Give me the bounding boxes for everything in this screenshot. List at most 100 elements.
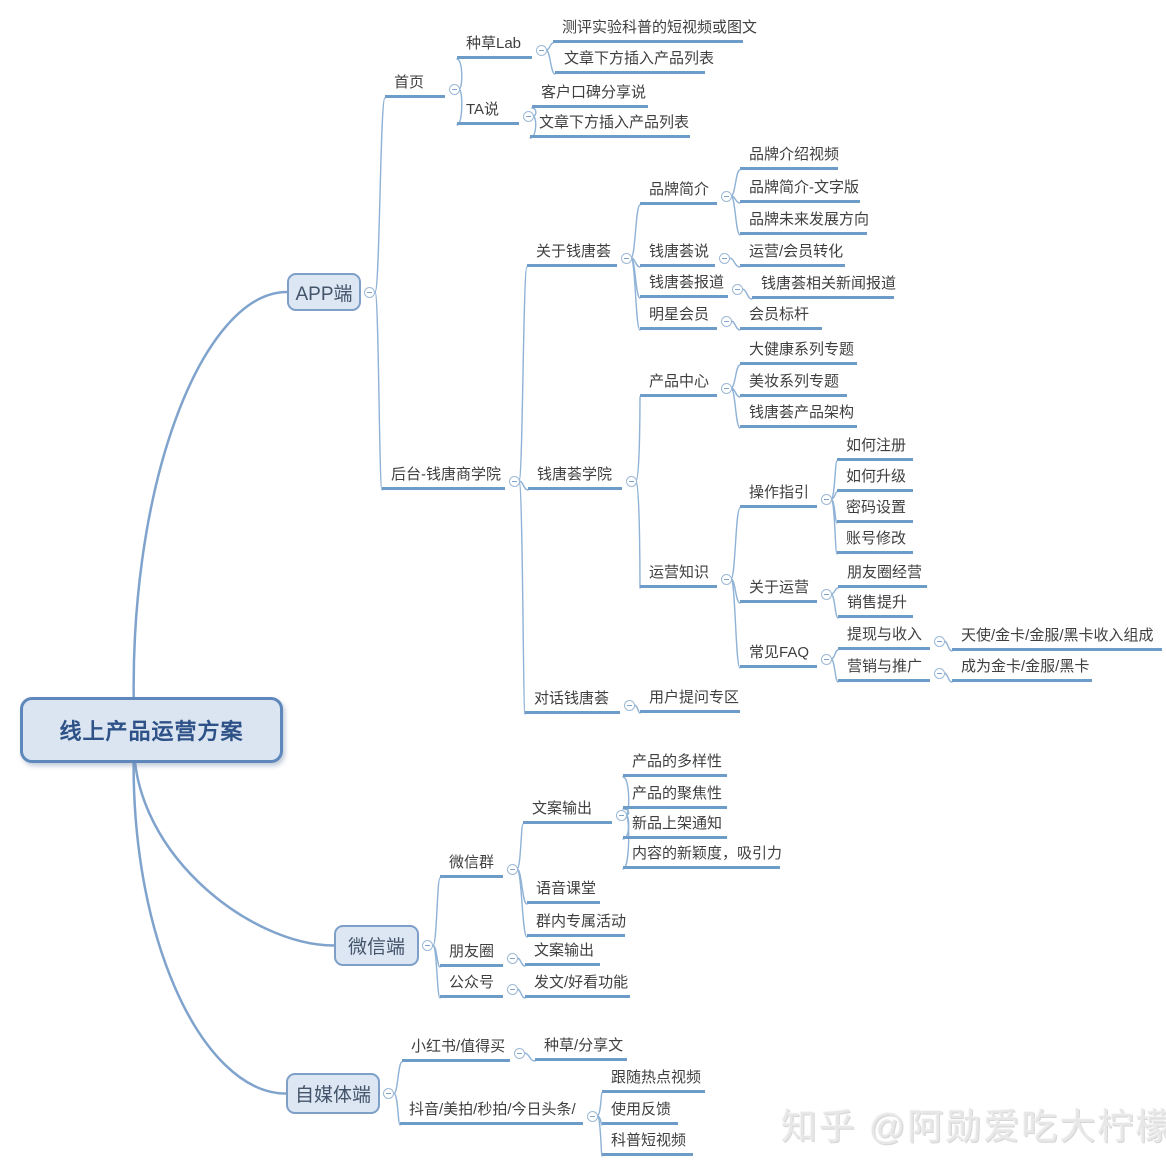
subtopic[interactable]: 新品上架通知: [623, 811, 727, 839]
subtopic[interactable]: 钱唐荟报道: [640, 270, 728, 298]
subtopic[interactable]: 如何升级: [837, 464, 913, 492]
collapse-minus-icon[interactable]: [820, 493, 832, 505]
collapse-minus-icon[interactable]: [933, 667, 945, 679]
subtopic[interactable]: 用户提问专区: [640, 685, 740, 713]
subtopic[interactable]: 钱唐荟说: [640, 239, 715, 267]
subtopic[interactable]: 文章下方插入产品列表: [530, 110, 690, 138]
collapse-minus-icon[interactable]: [620, 252, 632, 264]
subtopic[interactable]: TA说: [457, 97, 519, 125]
subtopic[interactable]: 产品的多样性: [623, 749, 727, 777]
subtopic[interactable]: 常见FAQ: [740, 640, 817, 668]
collapse-minus-icon[interactable]: [820, 588, 832, 600]
subtopic[interactable]: 品牌简介: [640, 177, 717, 205]
subtopic[interactable]: 小红书/值得买: [402, 1034, 510, 1062]
topic-label: 品牌未来发展方向: [749, 211, 870, 228]
collapse-minus-icon[interactable]: [506, 863, 518, 875]
subtopic[interactable]: 关于运营: [740, 575, 817, 603]
subtopic[interactable]: 科普短视频: [602, 1128, 693, 1156]
subtopic[interactable]: 运营/会员转化: [740, 239, 845, 267]
subtopic[interactable]: 文章下方插入产品列表: [555, 46, 714, 74]
connector: [730, 195, 741, 236]
branch-topic[interactable]: 自媒体端: [286, 1073, 380, 1114]
connector: [518, 480, 526, 715]
subtopic[interactable]: 文案输出: [523, 796, 612, 824]
subtopic[interactable]: 账号修改: [837, 526, 913, 554]
subtopic[interactable]: 种草Lab: [457, 31, 532, 59]
connector: [374, 291, 383, 491]
subtopic[interactable]: 美妆系列专题: [740, 369, 847, 397]
subtopic[interactable]: 明星会员: [640, 302, 717, 330]
collapse-minus-icon[interactable]: [513, 1047, 525, 1059]
collapse-minus-icon[interactable]: [535, 44, 547, 56]
connector: [393, 1061, 403, 1095]
collapse-minus-icon[interactable]: [623, 699, 635, 711]
subtopic[interactable]: 钱唐荟产品架构: [740, 400, 857, 428]
subtopic[interactable]: 密码设置: [837, 495, 913, 523]
subtopic[interactable]: 后台-钱唐商学院: [382, 462, 505, 490]
subtopic[interactable]: 会员标杆: [740, 302, 822, 330]
subtopic[interactable]: 朋友圈经营: [838, 560, 927, 588]
collapse-minus-icon[interactable]: [820, 653, 832, 665]
collapse-minus-icon[interactable]: [522, 110, 534, 122]
subtopic[interactable]: 品牌简介-文字版: [740, 175, 860, 203]
subtopic[interactable]: 如何注册: [837, 433, 913, 461]
subtopic[interactable]: 微信群: [440, 850, 503, 878]
subtopic[interactable]: 抖音/美拍/秒拍/今日头条/: [400, 1097, 583, 1125]
subtopic[interactable]: 对话钱唐荟: [525, 686, 620, 714]
subtopic[interactable]: 品牌未来发展方向: [740, 207, 870, 235]
subtopic[interactable]: 钱唐荟相关新闻报道: [752, 271, 896, 299]
connector: [374, 97, 386, 293]
subtopic[interactable]: 操作指引: [740, 480, 817, 508]
subtopic[interactable]: 关于钱唐荟: [527, 239, 617, 267]
collapse-minus-icon[interactable]: [615, 809, 627, 821]
collapse-minus-icon[interactable]: [720, 315, 732, 327]
subtopic[interactable]: 群内专属活动: [527, 909, 626, 937]
subtopic[interactable]: 公众号: [440, 970, 503, 998]
subtopic[interactable]: 营销与推广: [838, 654, 930, 682]
collapse-minus-icon[interactable]: [382, 1088, 394, 1099]
collapse-minus-icon[interactable]: [448, 83, 460, 95]
subtopic[interactable]: 首页: [385, 70, 445, 98]
subtopic[interactable]: 销售提升: [838, 590, 913, 618]
branch-topic[interactable]: 微信端: [334, 925, 419, 966]
subtopic[interactable]: 天使/金卡/金服/黑卡收入组成: [952, 623, 1162, 651]
subtopic[interactable]: 提现与收入: [838, 622, 930, 650]
collapse-minus-icon[interactable]: [731, 283, 743, 295]
collapse-minus-icon[interactable]: [720, 190, 732, 202]
subtopic[interactable]: 钱唐荟学院: [528, 462, 622, 490]
collapse-minus-icon[interactable]: [363, 286, 375, 298]
collapse-minus-icon[interactable]: [625, 475, 637, 487]
connector: [393, 1092, 401, 1126]
collapse-minus-icon[interactable]: [933, 635, 945, 647]
subtopic[interactable]: 产品的聚焦性: [623, 781, 727, 809]
topic-label: 运营/会员转化: [749, 243, 844, 260]
subtopic[interactable]: 语音课堂: [527, 876, 600, 904]
subtopic[interactable]: 跟随热点视频: [602, 1065, 705, 1093]
subtopic[interactable]: 产品中心: [640, 369, 717, 397]
subtopic[interactable]: 运营知识: [640, 560, 717, 588]
collapse-minus-icon[interactable]: [720, 573, 732, 585]
collapse-minus-icon[interactable]: [720, 382, 732, 394]
subtopic[interactable]: 朋友圈: [440, 939, 503, 967]
branch-topic[interactable]: APP端: [287, 273, 361, 311]
collapse-minus-icon[interactable]: [586, 1110, 598, 1122]
subtopic[interactable]: 客户口碑分享说: [532, 80, 648, 108]
subtopic[interactable]: 成为金卡/金服/黑卡: [952, 654, 1092, 682]
topic-label: 如何升级: [846, 468, 907, 485]
subtopic[interactable]: 品牌介绍视频: [740, 142, 839, 170]
collapse-minus-icon[interactable]: [508, 475, 520, 487]
subtopic[interactable]: 使用反馈: [602, 1097, 678, 1125]
collapse-minus-icon[interactable]: [506, 983, 518, 995]
root-topic[interactable]: 线上产品运营方案: [20, 697, 283, 763]
topic-label: 客户口碑分享说: [541, 84, 647, 101]
collapse-minus-icon[interactable]: [506, 952, 518, 964]
subtopic[interactable]: 内容的新颖度，吸引力: [623, 841, 782, 869]
subtopic[interactable]: 测评实验科普的短视频或图文: [553, 15, 757, 43]
collapse-minus-icon[interactable]: [421, 940, 433, 951]
subtopic[interactable]: 大健康系列专题: [740, 337, 857, 365]
subtopic[interactable]: 种草/分享文: [535, 1033, 627, 1061]
topic-label: 微信端: [347, 937, 405, 958]
subtopic[interactable]: 发文/好看功能: [525, 970, 630, 998]
subtopic[interactable]: 文案输出: [525, 938, 600, 966]
collapse-minus-icon[interactable]: [718, 252, 730, 264]
